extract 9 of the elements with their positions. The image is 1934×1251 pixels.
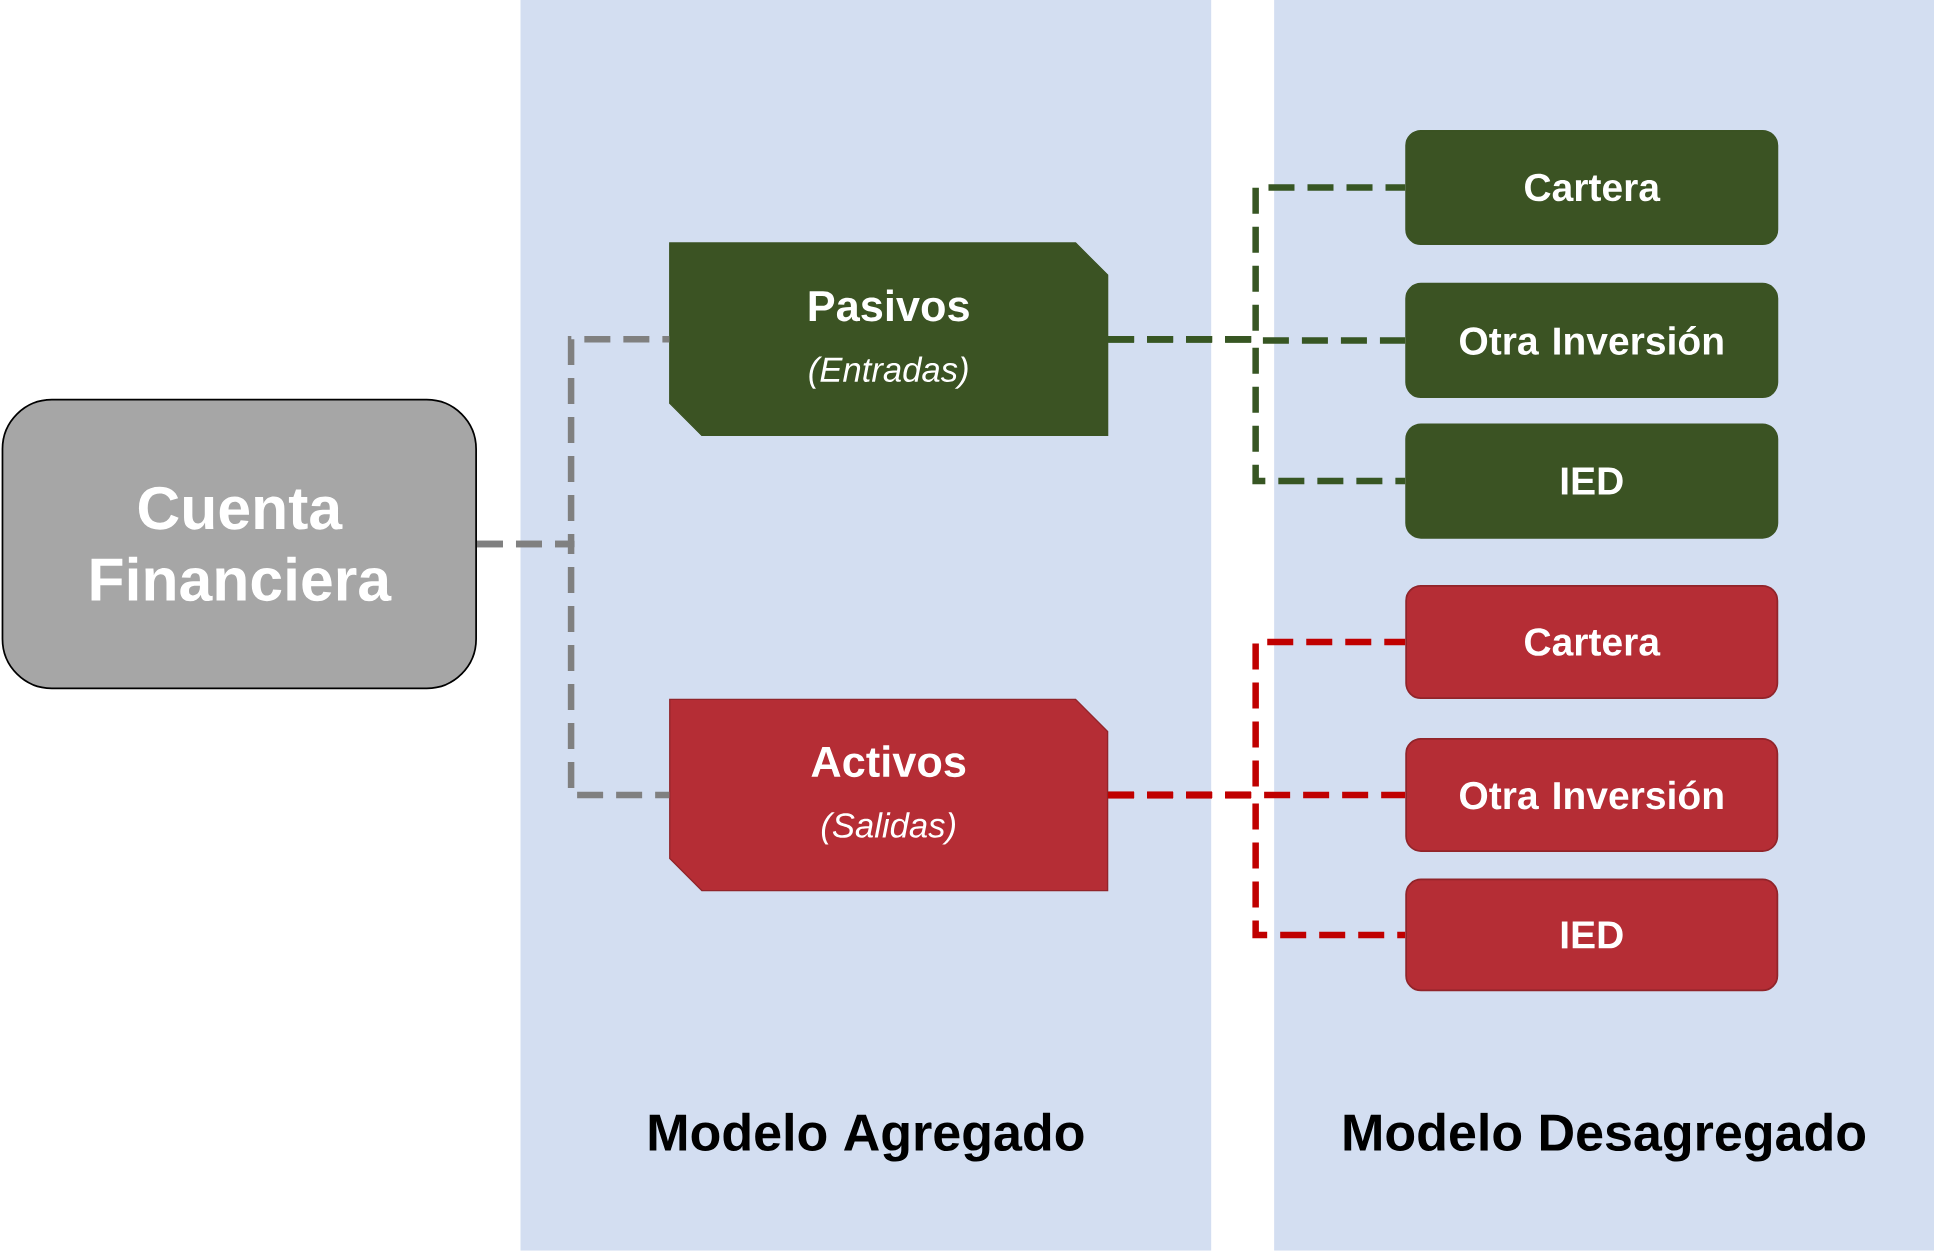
process-box: IED (1405, 423, 1779, 539)
rounded-box: Cuenta Financiera (1, 398, 477, 690)
process-box: Otra Inversión (1405, 738, 1779, 853)
process-box: Cartera (1405, 585, 1779, 700)
process-box: Otra Inversión (1405, 283, 1779, 399)
process-box: Cartera (1405, 130, 1779, 246)
process-box: IED (1405, 878, 1779, 992)
chamfered-box: Pasivos (Entradas) (669, 242, 1109, 437)
chamfered-box: Activos (Salidas) (669, 698, 1109, 892)
